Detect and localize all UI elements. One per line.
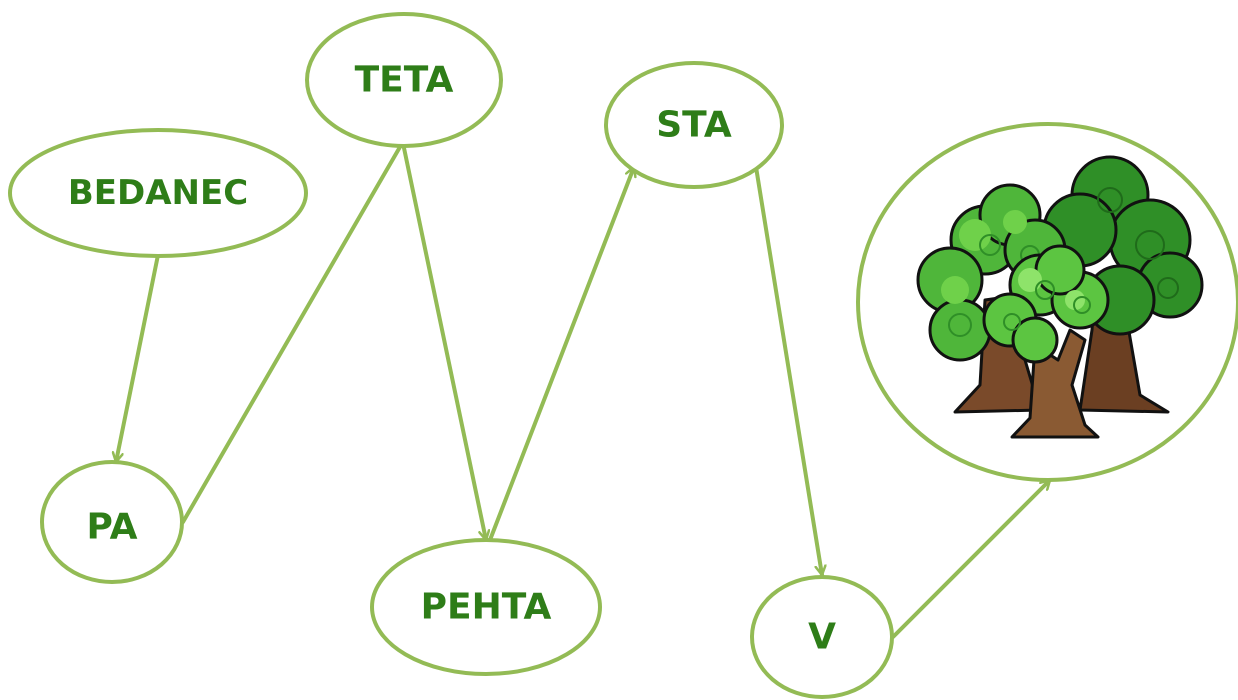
- node-pehta-shape: [370, 538, 602, 676]
- node-v-shape: [750, 575, 894, 699]
- node-v: V: [750, 575, 894, 699]
- node-pehta-label: PEHTA: [421, 587, 552, 628]
- arrow-teta-to-pehta: [402, 146, 486, 542]
- node-bedanec-shape: [8, 128, 308, 258]
- node-sta: STA: [604, 61, 784, 189]
- node-bedanec: BEDANEC: [8, 128, 308, 258]
- arrow-pa-to-teta: [181, 138, 406, 524]
- node-pa-label: PA: [87, 507, 138, 548]
- trees-icon: [916, 155, 1204, 439]
- node-pa-shape: [40, 460, 184, 584]
- node-sta-label: STA: [656, 105, 732, 146]
- node-bedanec-label: BEDANEC: [68, 173, 248, 213]
- node-teta: TETA: [305, 12, 503, 148]
- node-teta-shape: [305, 12, 503, 148]
- node-teta-label: TETA: [355, 60, 454, 101]
- arrow-pehta-to-sta: [488, 165, 634, 542]
- arrow-bedanec-to-pa: [116, 253, 160, 464]
- node-sta-shape: [604, 61, 784, 189]
- node-forest: [856, 122, 1238, 482]
- edges: [116, 138, 1052, 639]
- arrow-sta-to-v: [754, 165, 822, 577]
- node-pehta: PEHTA: [370, 538, 602, 676]
- node-pa: PA: [40, 460, 184, 584]
- node-v-label: V: [808, 617, 836, 658]
- arrow-v-to-forest: [891, 478, 1052, 639]
